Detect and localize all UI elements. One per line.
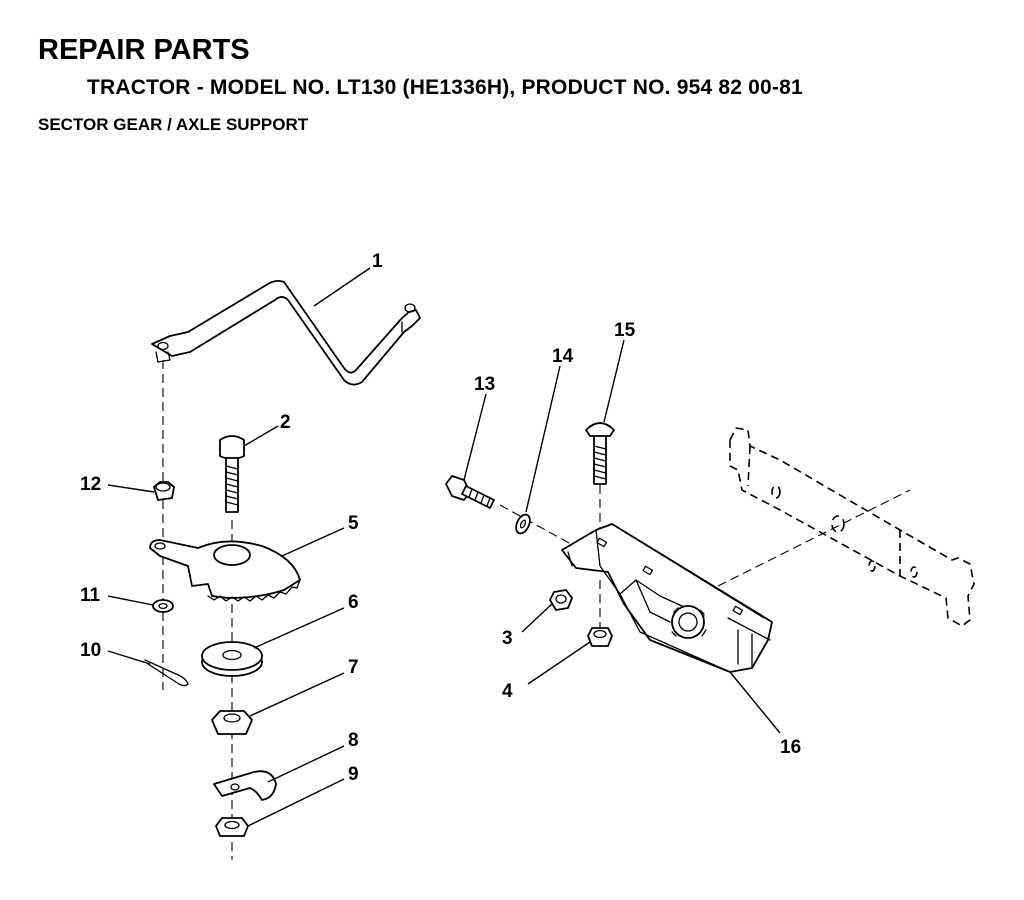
- jam-nut-part-9: [215, 817, 249, 837]
- nut-part-12: [153, 481, 175, 501]
- sector-gear-part-5: [149, 539, 301, 602]
- callout-15: 15: [614, 320, 636, 341]
- hex-nut-part-7: [211, 710, 253, 735]
- callout-11: 11: [80, 585, 101, 606]
- flat-washer-part-14: [515, 513, 531, 535]
- callout-13: 13: [474, 374, 495, 395]
- page-title: REPAIR PARTS: [38, 34, 250, 66]
- spacer-part-6: [201, 641, 263, 677]
- callout-10: 10: [80, 640, 101, 661]
- callout-14: 14: [552, 346, 574, 367]
- axle-support-part-16: [561, 523, 773, 673]
- bolt-part-2: [219, 435, 245, 513]
- nut-part-4: [587, 627, 613, 647]
- callout-4: 4: [502, 681, 513, 702]
- cotter-pin-part-10: [144, 659, 189, 687]
- axle-axis: [717, 489, 911, 587]
- nut-part-3: [549, 589, 573, 611]
- callout-1: 1: [372, 251, 383, 272]
- washer-part-11: [152, 599, 174, 613]
- carriage-bolt-part-15: [585, 422, 615, 485]
- bolt-13-axis: [499, 504, 601, 561]
- drag-link-part: [151, 279, 421, 386]
- callout-9: 9: [348, 764, 359, 785]
- callout-16: 16: [780, 737, 801, 758]
- front-axle-phantom: [729, 427, 975, 627]
- callout-5: 5: [348, 513, 359, 534]
- callout-12: 12: [80, 474, 101, 495]
- section-heading: SECTOR GEAR / AXLE SUPPORT: [38, 115, 309, 134]
- hex-bolt-part-13: [445, 475, 495, 509]
- model-subtitle: TRACTOR - MODEL NO. LT130 (HE1336H), PRO…: [87, 76, 803, 99]
- callout-6: 6: [348, 592, 359, 613]
- clip-part-8: [213, 770, 277, 801]
- callout-7: 7: [348, 657, 359, 678]
- leader-lines: [107, 267, 781, 827]
- callout-8: 8: [348, 730, 359, 751]
- callout-2: 2: [280, 412, 291, 433]
- callout-3: 3: [502, 628, 513, 649]
